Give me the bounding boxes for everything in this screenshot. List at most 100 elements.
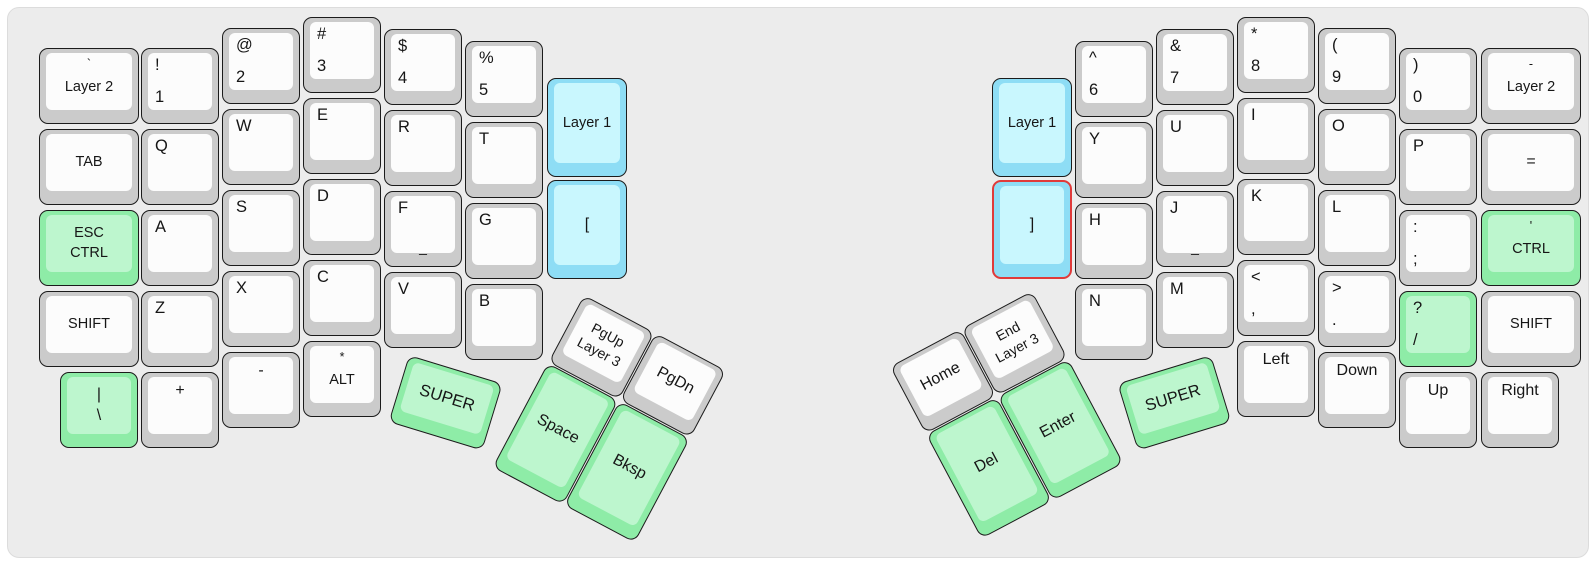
key-label: W [236,117,252,135]
key-layer1-right[interactable]: Layer 1 [992,78,1072,177]
key-paren-0[interactable]: )0 [1399,48,1477,124]
key-minus[interactable]: - [222,352,300,428]
key-e[interactable]: E [303,98,381,174]
key-label: T [479,130,490,148]
key-shift-left[interactable]: SHIFT [39,291,139,367]
keycap-top [229,114,293,171]
key-paren-9[interactable]: (9 [1318,28,1396,104]
key-legend: E [310,103,374,160]
key-legend: )0 [1406,53,1470,110]
key-asterisk-8[interactable]: *8 [1237,17,1315,93]
key-arrow-down[interactable]: Down [1318,352,1396,428]
key-n[interactable]: N [1075,284,1153,360]
key-legend: -Layer 2 [1488,53,1574,110]
key-label: > [1332,279,1342,297]
key-label: G [479,211,492,229]
key-label: 6 [1089,80,1099,99]
key-shift-right[interactable]: SHIFT [1481,291,1581,367]
key-r[interactable]: R [384,110,462,186]
key-w[interactable]: W [222,109,300,185]
key-less-comma[interactable]: <, [1237,260,1315,336]
key-plus[interactable]: + [141,372,219,448]
key-question-slash[interactable]: ?/ [1399,291,1477,367]
key-pipe-backslash[interactable]: |\ [60,372,138,448]
key-l[interactable]: L [1318,190,1396,266]
keycap-top [554,83,620,163]
keycap-top [1406,53,1470,110]
key-u[interactable]: U [1156,110,1234,186]
key-label: ! [155,56,160,74]
key-arrow-left[interactable]: Left [1237,341,1315,417]
key-label: Up [1427,382,1449,399]
key-label: 2 [236,67,246,86]
key-rbracket[interactable]: ] [992,180,1072,279]
key-o[interactable]: O [1318,109,1396,185]
key-legend: Left [1244,346,1308,403]
keycap-top [229,357,293,414]
key-label: Y [1089,130,1101,148]
key-c[interactable]: C [303,260,381,336]
keycap-top [310,346,374,403]
key-label: , [1251,299,1256,318]
key-q[interactable]: Q [141,129,219,205]
key-label: / [1413,330,1418,349]
keycap-top [1488,53,1574,110]
key-t[interactable]: T [465,122,543,198]
key-m[interactable]: M [1156,272,1234,348]
key-legend: R [391,115,455,172]
key-amp-7[interactable]: &7 [1156,29,1234,105]
key-layer1-left[interactable]: Layer 1 [547,78,627,177]
key-d[interactable]: D [303,179,381,255]
key-label: PgDn [653,363,698,398]
key-label: U [1170,118,1182,136]
key-arrow-right[interactable]: Right [1481,372,1559,448]
key-x[interactable]: X [222,271,300,347]
key-h[interactable]: H [1075,203,1153,279]
key-legend: - [229,357,293,414]
key-equals[interactable]: = [1481,129,1581,205]
key-s[interactable]: S [222,190,300,266]
key-layer2-right[interactable]: -Layer 2 [1481,48,1581,124]
key-alt[interactable]: *ALT [303,341,381,417]
key-k[interactable]: K [1237,179,1315,255]
key-exclam-1[interactable]: !1 [141,48,219,124]
key-label: ^ [1089,49,1097,67]
key-arrow-up[interactable]: Up [1399,372,1477,448]
key-legend: Layer 1 [554,83,620,163]
key-at-2[interactable]: @2 [222,28,300,104]
key-caret-6[interactable]: ^6 [1075,41,1153,117]
key-legend: F [391,196,455,253]
key-i[interactable]: I [1237,98,1315,174]
key-label: Bksp [609,451,650,484]
key-a[interactable]: A [141,210,219,286]
key-colon-semicolon[interactable]: :; [1399,210,1477,286]
key-legend: <, [1244,265,1308,322]
key-g[interactable]: G [465,203,543,279]
key-label: O [1332,117,1345,135]
key-percent-5[interactable]: %5 [465,41,543,117]
key-y[interactable]: Y [1075,122,1153,198]
key-b[interactable]: B [465,284,543,360]
key-f[interactable]: F_ [384,191,462,267]
key-tab[interactable]: TAB [39,129,139,205]
key-lbracket[interactable]: [ [547,180,627,279]
key-super-left[interactable]: SUPER [388,355,503,451]
key-j[interactable]: J_ [1156,191,1234,267]
keycap-top [310,265,374,322]
key-legend: |\ [67,377,131,434]
key-z[interactable]: Z [141,291,219,367]
key-hash-3[interactable]: #3 [303,17,381,93]
key-greater-period[interactable]: >. [1318,271,1396,347]
key-quote-ctrl[interactable]: 'CTRL [1481,210,1581,286]
key-layer2-left[interactable]: `Layer 2 [39,48,139,124]
key-dollar-4[interactable]: $4 [384,29,462,105]
key-v[interactable]: V [384,272,462,348]
key-super-right[interactable]: SUPER [1117,355,1232,451]
key-legend: C [310,265,374,322]
keycap-top [999,83,1065,163]
key-legend: Down [1325,357,1389,414]
key-p[interactable]: P [1399,129,1477,205]
keycap-top [1406,215,1470,272]
